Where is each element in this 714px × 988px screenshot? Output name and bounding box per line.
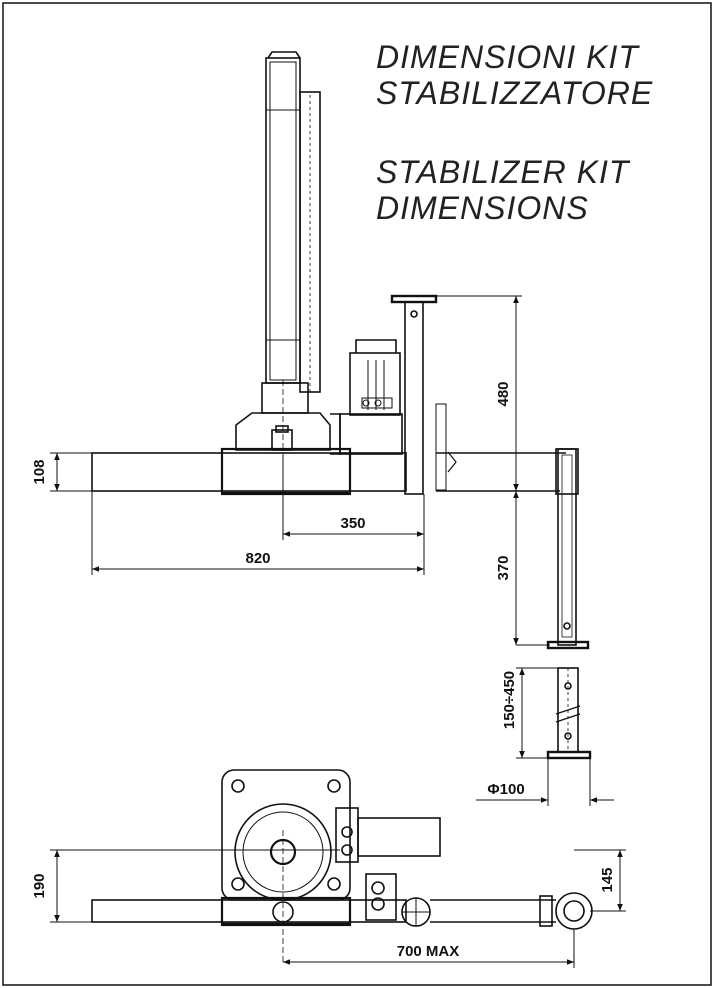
title-italian-line-2: STABILIZZATORE (376, 75, 654, 111)
motor-unit (330, 339, 403, 455)
dim-350: 350 (340, 515, 365, 532)
extension-arm (436, 448, 590, 650)
title-italian-line-1: DIMENSIONI KIT (376, 39, 639, 75)
dim-145: 145 (599, 867, 616, 892)
beam-top (91, 892, 593, 930)
leg-extension-detail (546, 667, 592, 760)
title-english-line-2: DIMENSIONS (376, 190, 589, 226)
dim-108: 108 (31, 459, 48, 484)
dim-700-max: 700 MAX (397, 943, 460, 960)
dimension-lines (50, 295, 626, 968)
main-beam (91, 447, 407, 496)
top-view (91, 769, 593, 965)
title-english-line-1: STABILIZER KIT (376, 154, 630, 190)
dim-190: 190 (31, 873, 48, 898)
column (265, 51, 321, 393)
dim-820: 820 (245, 550, 270, 567)
motor-top (335, 807, 441, 921)
dim-480: 480 (495, 381, 512, 406)
dim-diameter-100: Φ100 (487, 781, 524, 798)
dim-150-450: 150÷450 (501, 671, 518, 729)
dim-370: 370 (495, 555, 512, 580)
side-view (91, 51, 592, 760)
base-plate (221, 769, 351, 901)
stabilizer-post (390, 294, 457, 495)
